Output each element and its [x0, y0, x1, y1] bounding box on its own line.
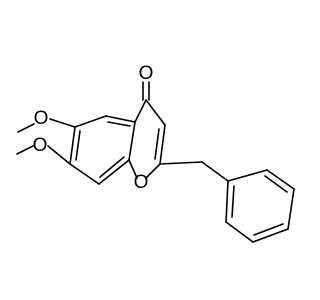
molecule-structure-diagram: O O O O: [16, 63, 295, 243]
bond: [134, 99, 147, 123]
methoxy-oxygen-bottom-label: O: [33, 135, 48, 156]
bond: [145, 163, 161, 179]
phenyl-ring: [225, 169, 295, 243]
bond: [252, 228, 289, 243]
bond: [98, 159, 130, 185]
bond: [266, 169, 295, 190]
bond: [47, 145, 71, 165]
methoxy-oxygen-top-label: O: [34, 108, 49, 129]
benzo-ring: [69, 115, 136, 185]
bond: [128, 159, 138, 179]
bond: [159, 124, 166, 165]
bond: [69, 163, 100, 185]
bond: [69, 126, 76, 165]
methoxy-groups: [16, 118, 76, 165]
bond-double-inner: [107, 121, 131, 127]
carbonyl-oxygen-label: O: [139, 63, 154, 84]
bond: [159, 161, 203, 165]
bond-double-inner: [99, 156, 125, 178]
bond: [227, 169, 268, 182]
ring-oxygen-label: O: [134, 172, 149, 193]
bond-double-inner: [231, 185, 235, 218]
bond: [74, 115, 107, 128]
bond: [128, 121, 136, 161]
bond: [225, 180, 229, 223]
bond: [16, 145, 34, 155]
bond-double-inner: [264, 175, 288, 193]
bond: [145, 99, 166, 126]
bond: [287, 188, 295, 230]
bond: [105, 115, 136, 123]
bond-double-inner: [75, 130, 81, 161]
bond: [49, 118, 76, 128]
bond: [225, 221, 254, 243]
bond: [17, 123, 35, 133]
bond-double-inner: [253, 223, 284, 236]
pyranone-ring: [128, 81, 166, 179]
phenethyl-chain: [159, 161, 229, 182]
bond: [201, 161, 229, 182]
bond-double-inner: [154, 128, 160, 160]
atom-labels: O O O O: [33, 63, 154, 193]
